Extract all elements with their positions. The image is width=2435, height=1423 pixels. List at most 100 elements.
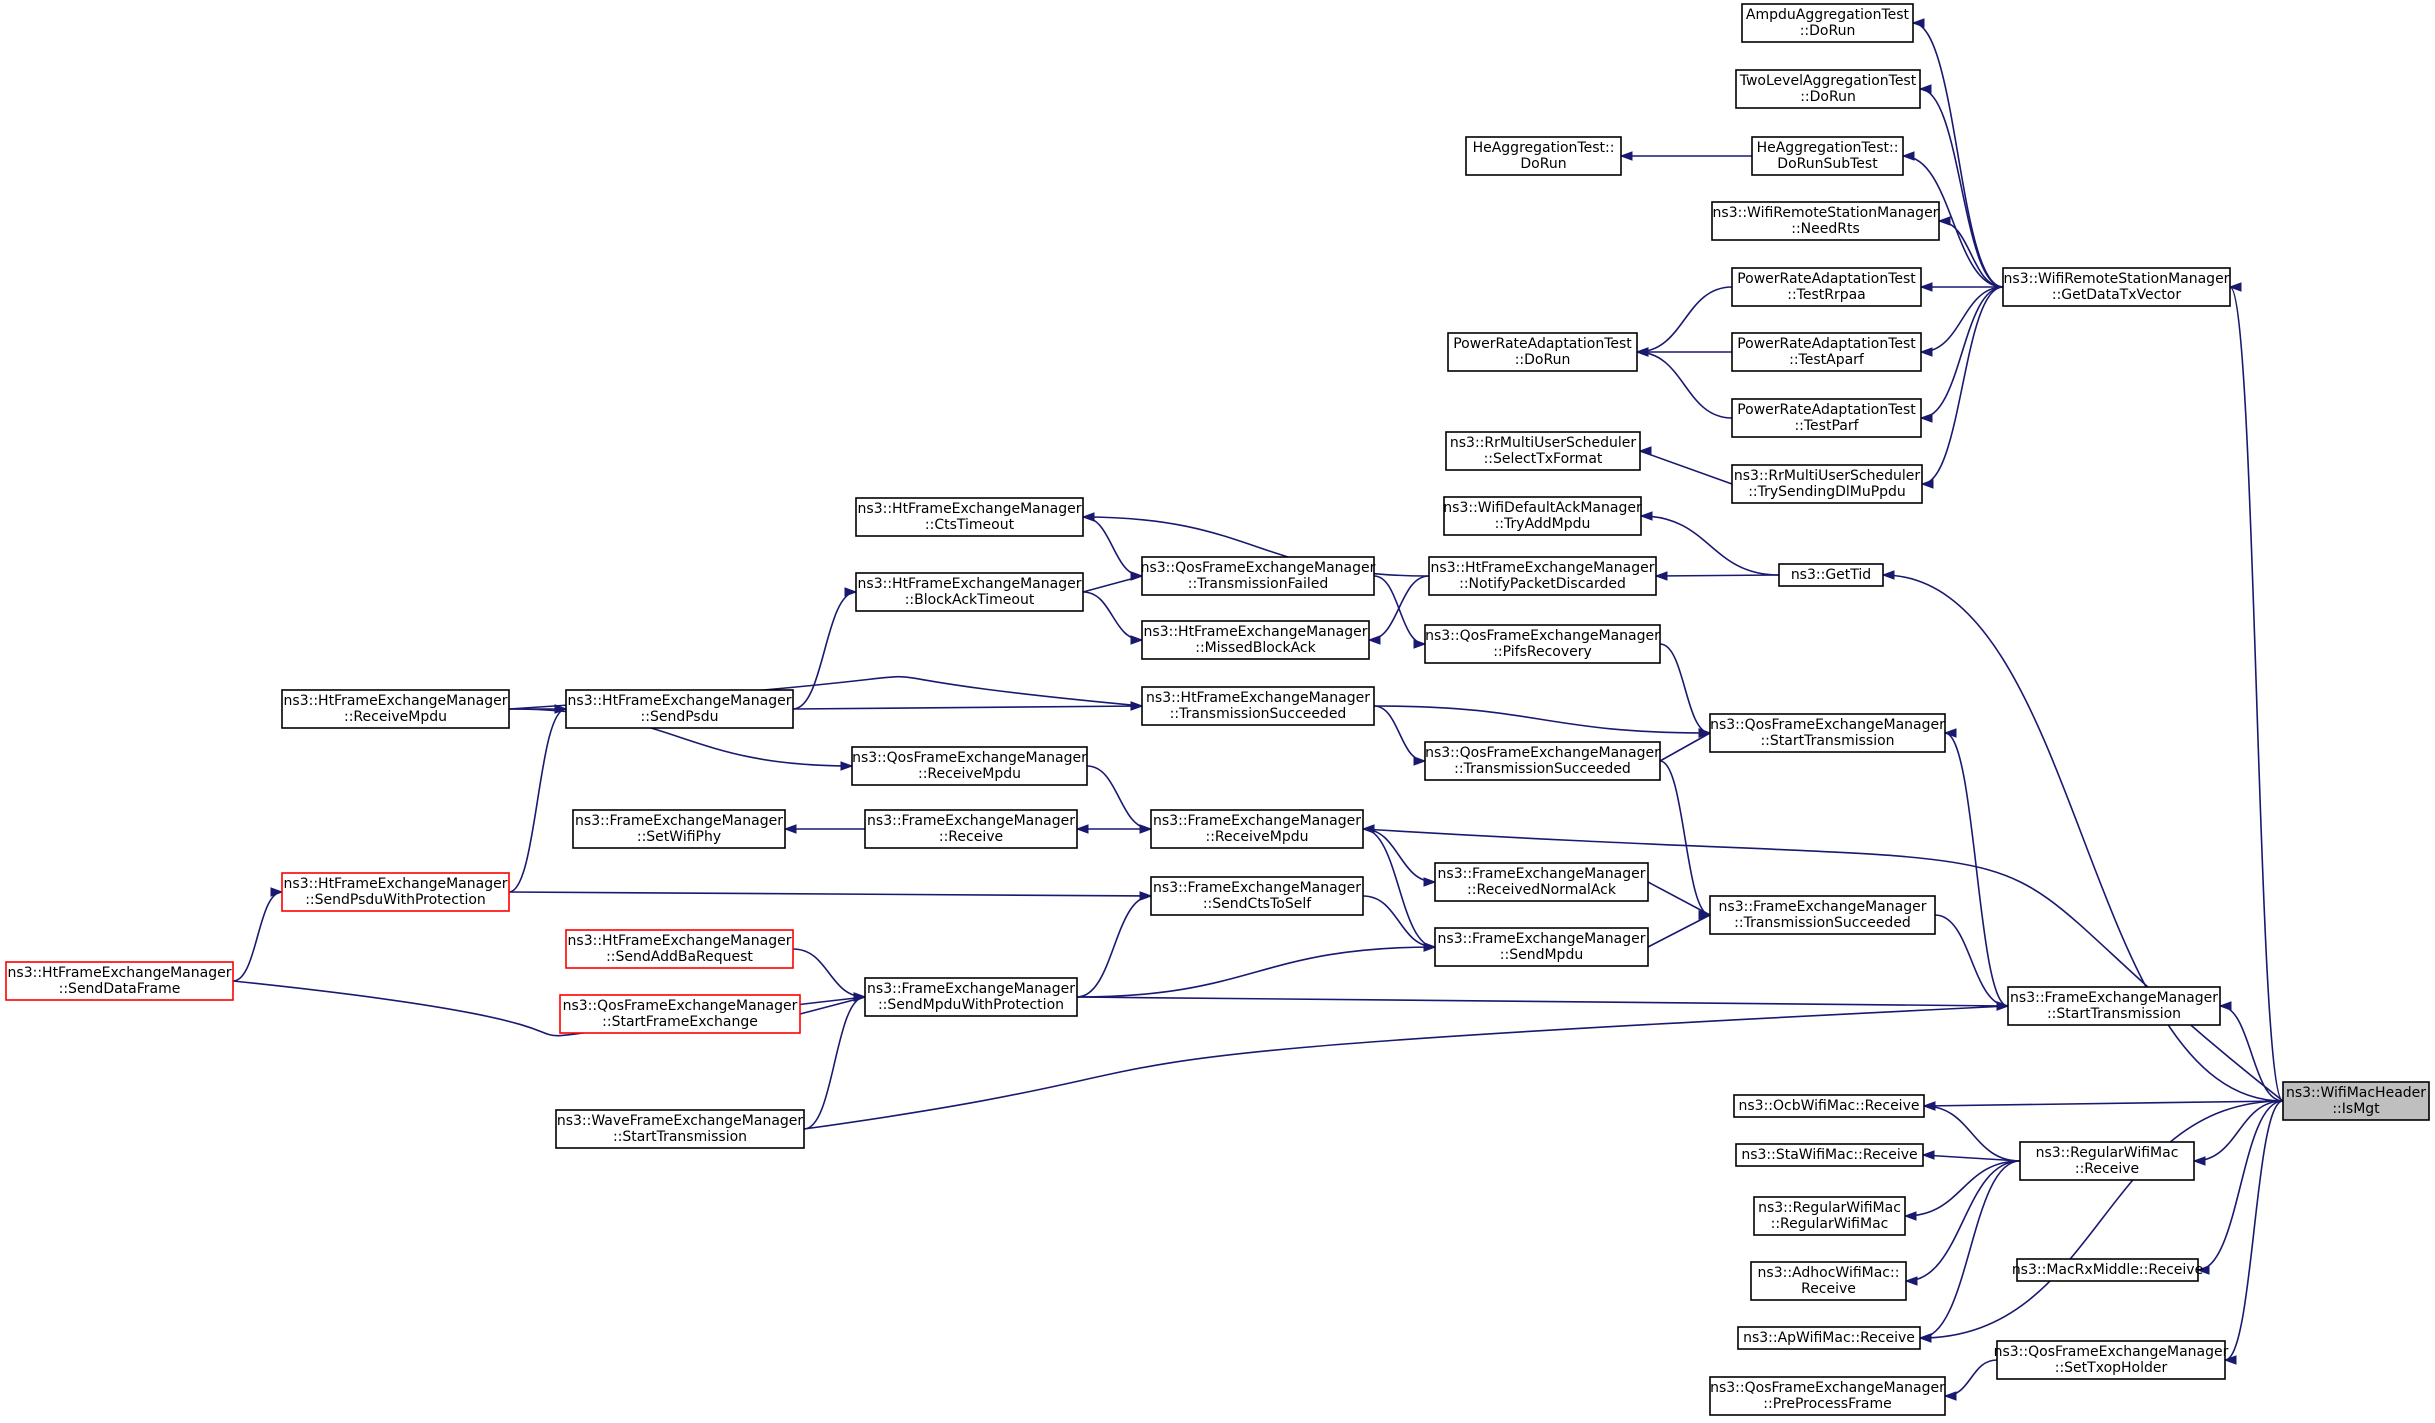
arrowhead	[1920, 479, 1934, 489]
node-label: ::SetWifiPhy	[637, 829, 721, 845]
edge-line	[1919, 1100, 2284, 1339]
node-box	[1709, 713, 1946, 753]
node-sendMpduWithProt[interactable]: ns3::FrameExchangeManager::SendMpduWithP…	[864, 977, 1078, 1017]
node-ocbReceive[interactable]: ns3::OcbWifiMac::Receive	[1733, 1094, 1925, 1118]
node-sendPsdu[interactable]: ns3::HtFrameExchangeManager::SendPsdu	[565, 689, 794, 729]
node-label: ns3::FrameExchangeManager	[867, 813, 1075, 829]
node-label: ns3::FrameExchangeManager	[1438, 931, 1646, 947]
node-label: ns3::HtFrameExchangeManager	[858, 576, 1082, 592]
node-selectTxFormat[interactable]: ns3::RrMultiUserScheduler::SelectTxForma…	[1445, 431, 1641, 471]
node-label: ns3::HtFrameExchangeManager	[1146, 690, 1370, 706]
node-femStartTx[interactable]: ns3::FrameExchangeManager::StartTransmis…	[2007, 986, 2221, 1026]
edge-line	[1076, 946, 1436, 998]
edge-qosTxSucceeded-to-qosStartTx	[1659, 728, 1712, 762]
node-label: ::SetTxopHolder	[2055, 1360, 2168, 1376]
node-box	[1443, 496, 1642, 536]
edge-target-to-getDataTxVector	[2228, 282, 2284, 1102]
node-staReceive[interactable]: ns3::StaWifiMac::Receive	[1735, 1143, 1924, 1167]
node-label: ::SendAddBaRequest	[606, 949, 753, 965]
node-label: ::SendMpduWithProtection	[878, 997, 1064, 1013]
node-box	[855, 497, 1084, 537]
edge-getTid-to-notifyDiscarded	[1654, 571, 1780, 581]
node-setTxopHolder[interactable]: ns3::QosFrameExchangeManager::SetTxopHol…	[1994, 1340, 2229, 1380]
node-missedBlockAck[interactable]: ns3::HtFrameExchangeManager::MissedBlock…	[1141, 620, 1370, 660]
node-target[interactable]: ns3::WifiMacHeader::IsMgt	[2282, 1081, 2430, 1121]
node-label: ns3::OcbWifiMac::Receive	[1739, 1098, 1920, 1114]
node-label: PowerRateAdaptationTest	[1737, 336, 1916, 352]
edge-getDataTxVector-to-twoLevelTest	[1918, 84, 2004, 288]
node-label: ns3::QosFrameExchangeManager	[1710, 1380, 1945, 1396]
node-twoLevelTest[interactable]: TwoLevelAggregationTest::DoRun	[1735, 69, 1921, 109]
node-testRrpaa[interactable]: PowerRateAdaptationTest::TestRrpaa	[1731, 267, 1922, 307]
nodes: ns3::WifiMacHeader::IsMgt ns3::WifiRemote…	[5, 3, 2430, 1416]
node-box	[555, 1109, 805, 1149]
node-adhocReceive[interactable]: ns3::AdhocWifiMac::Receive	[1750, 1261, 1907, 1301]
node-trySendingDl[interactable]: ns3::RrMultiUserScheduler::TrySendingDlM…	[1731, 464, 1923, 504]
node-htTxSucceeded[interactable]: ns3::HtFrameExchangeManager::Transmissio…	[1141, 686, 1375, 726]
node-heDoRun[interactable]: HeAggregationTest::DoRun	[1465, 136, 1622, 176]
node-apReceive[interactable]: ns3::ApWifiMac::Receive	[1737, 1326, 1921, 1350]
node-receivedNormalAck[interactable]: ns3::FrameExchangeManager::ReceivedNorma…	[1434, 862, 1649, 902]
node-macRxMiddle[interactable]: ns3::MacRxMiddle::Receive	[2012, 1258, 2203, 1282]
node-testParf[interactable]: PowerRateAdaptationTest::TestParf	[1731, 398, 1922, 438]
node-femReceive[interactable]: ns3::FrameExchangeManager::Receive	[864, 809, 1078, 849]
node-box	[1731, 332, 1922, 372]
node-heDoRunSub[interactable]: HeAggregationTest::DoRunSubTest	[1751, 136, 1904, 176]
node-ampduTest[interactable]: AmpduAggregationTest::DoRun	[1741, 3, 1914, 43]
node-praDoRun[interactable]: PowerRateAdaptationTest::DoRun	[1447, 332, 1638, 372]
edge-target-to-apReceive	[1918, 1100, 2284, 1343]
node-sendPsduWithProt[interactable]: ns3::HtFrameExchangeManager::SendPsduWit…	[281, 872, 510, 912]
node-waveStartTx[interactable]: ns3::WaveFrameExchangeManager::StartTran…	[555, 1109, 805, 1149]
node-regularReceive[interactable]: ns3::RegularWifiMac::Receive	[2019, 1141, 2195, 1181]
node-label: ::Receive	[939, 829, 1003, 845]
node-setWifiPhy[interactable]: ns3::FrameExchangeManager::SetWifiPhy	[572, 809, 786, 849]
node-box	[1753, 1196, 1906, 1236]
edge-line	[1944, 1359, 1998, 1397]
node-box	[1709, 895, 1936, 935]
node-ctsTimeout[interactable]: ns3::HtFrameExchangeManager::CtsTimeout	[855, 497, 1084, 537]
node-qosStartTx[interactable]: ns3::QosFrameExchangeManager::StartTrans…	[1709, 713, 1946, 753]
node-tryAddMpdu[interactable]: ns3::WifiDefaultAckManager::TryAddMpdu	[1443, 496, 1642, 536]
node-qosTxSucceeded[interactable]: ns3::QosFrameExchangeManager::Transmissi…	[1424, 741, 1661, 781]
edge-getTid-to-tryAddMpdu	[1639, 511, 1780, 576]
node-label: ns3::FrameExchangeManager	[1153, 880, 1361, 896]
edge-waveStartTx-to-femStartTx	[803, 1001, 2010, 1130]
edge-line	[508, 708, 567, 893]
node-sendDataFrame[interactable]: ns3::HtFrameExchangeManager::SendDataFra…	[5, 961, 234, 1001]
edge-line	[1944, 732, 2009, 1007]
edge-getDataTxVector-to-testRrpaa	[1919, 282, 2003, 292]
node-femReceiveMpdu[interactable]: ns3::FrameExchangeManager::ReceiveMpdu	[1150, 809, 1364, 849]
node-pifsRecovery[interactable]: ns3::QosFrameExchangeManager::PifsRecove…	[1424, 624, 1661, 664]
node-qosTxFailed[interactable]: ns3::QosFrameExchangeManager::Transmissi…	[1141, 556, 1376, 596]
node-htReceiveMpdu[interactable]: ns3::HtFrameExchangeManager::ReceiveMpdu	[281, 689, 510, 729]
node-sendCtsToSelf[interactable]: ns3::FrameExchangeManager::SendCtsToSelf	[1150, 876, 1364, 916]
node-box	[1141, 556, 1375, 596]
edge-line	[1920, 286, 2004, 419]
node-femTxSucceeded[interactable]: ns3::FrameExchangeManager::TransmissionS…	[1709, 895, 1936, 935]
edge-line	[1373, 575, 1426, 645]
edge-line	[1919, 88, 2004, 288]
node-needRts[interactable]: ns3::WifiRemoteStationManager::NeedRts	[1711, 201, 1940, 241]
edge-line	[1086, 765, 1152, 830]
node-box	[1428, 556, 1657, 596]
node-sendAddBa[interactable]: ns3::HtFrameExchangeManager::SendAddBaRe…	[565, 929, 794, 969]
node-testAparf[interactable]: PowerRateAdaptationTest::TestAparf	[1731, 332, 1922, 372]
node-label: ns3::HtFrameExchangeManager	[1431, 560, 1655, 576]
node-qosStartFrameEx[interactable]: ns3::QosFrameExchangeManager::StartFrame…	[559, 994, 801, 1034]
node-getDataTxVector[interactable]: ns3::WifiRemoteStationManager::GetDataTx…	[2002, 267, 2231, 307]
arrowhead	[554, 704, 568, 714]
node-notifyDiscarded[interactable]: ns3::HtFrameExchangeManager::NotifyPacke…	[1428, 556, 1657, 596]
edge-line	[1905, 1160, 2021, 1282]
node-label: ::TestParf	[1794, 418, 1859, 434]
node-sendMpdu[interactable]: ns3::FrameExchangeManager::SendMpdu	[1434, 927, 1649, 967]
arrowhead	[1881, 570, 1895, 580]
node-box	[1434, 927, 1649, 967]
node-blockAckTimeout[interactable]: ns3::HtFrameExchangeManager::BlockAckTim…	[855, 572, 1084, 612]
node-regularCtor[interactable]: ns3::RegularWifiMac::RegularWifiMac	[1753, 1196, 1906, 1236]
node-getTid[interactable]: ns3::GetTid	[1778, 563, 1884, 587]
node-label: ::ReceiveMpdu	[344, 709, 447, 725]
node-qosReceiveMpdu[interactable]: ns3::QosFrameExchangeManager::ReceiveMpd…	[851, 746, 1088, 786]
arrowhead	[1130, 701, 1144, 711]
node-preProcessFrame[interactable]: ns3::QosFrameExchangeManager::PreProcess…	[1709, 1376, 1946, 1416]
